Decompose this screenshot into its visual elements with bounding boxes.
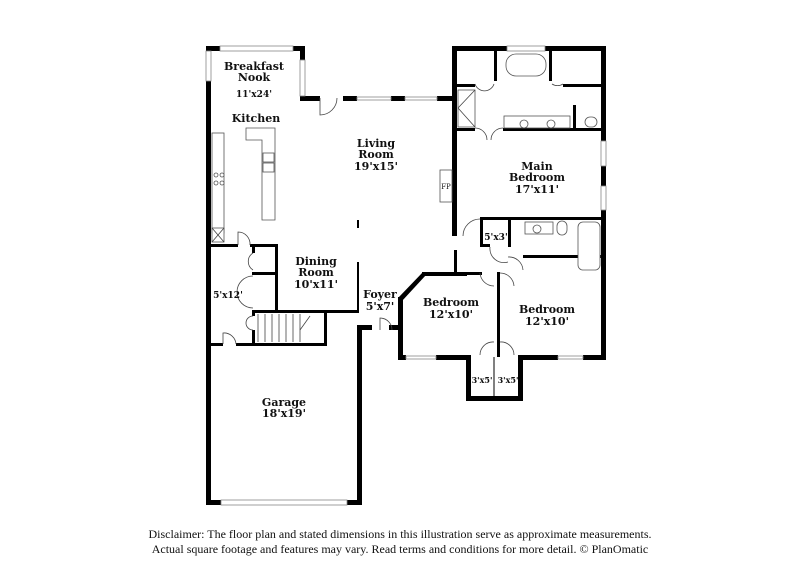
living-room-dims: 19'x15'	[354, 160, 398, 173]
garage-name: Garage	[262, 396, 306, 409]
wic-left-door	[474, 83, 495, 92]
hall-toilet-icon	[556, 220, 568, 236]
interior-walls	[211, 51, 606, 357]
laundry-door	[236, 275, 254, 309]
fireplace-label: FP	[441, 183, 451, 191]
fridge-icon	[211, 227, 225, 243]
doors	[222, 83, 564, 356]
dining-room-name2: Room	[298, 266, 334, 279]
dining-room-name: Dining	[295, 255, 337, 268]
foyer-name: Foyer	[363, 288, 397, 301]
nook-door	[319, 97, 338, 116]
wic-right-door	[551, 83, 564, 86]
main-bedroom-name2: Bedroom	[509, 171, 565, 184]
bath-double-door	[474, 127, 504, 141]
garage-dims: 18'x19'	[262, 407, 306, 420]
fireplace	[439, 169, 453, 203]
main-bedroom-name: Main	[521, 160, 552, 173]
breakfast-nook-dims: 11'x24'	[236, 90, 272, 100]
bedroom-3-name: Bedroom	[519, 303, 575, 316]
hall-bath-door	[507, 256, 524, 271]
sink-icon	[262, 152, 275, 173]
disclaimer-line-1: Disclaimer: The floor plan and stated di…	[148, 527, 652, 541]
bedroom2-door	[479, 272, 495, 287]
closet-hall-dims: 5'x3'	[484, 233, 507, 243]
closet-bed2-dims: 3'x5'	[472, 375, 493, 385]
closet-bed3-door	[499, 341, 515, 356]
vanity-icon	[503, 115, 571, 129]
bedroom-2-name: Bedroom	[423, 296, 479, 309]
closet-bed3-dims: 3'x5'	[498, 375, 519, 385]
hall-vanity-icon	[524, 221, 554, 235]
front-door	[379, 317, 393, 331]
windows	[205, 45, 607, 506]
closet-door	[247, 252, 254, 271]
disclaimer: Disclaimer: The floor plan and stated di…	[0, 527, 800, 557]
stove-icon	[213, 172, 225, 186]
bedroom-3-dims: 12'x10'	[525, 315, 569, 328]
room-labels: Breakfast Nook 11'x24' Kitchen Living Ro…	[213, 60, 575, 420]
stair-door	[245, 315, 254, 331]
shower-icon	[457, 89, 476, 128]
main-bedroom-dims: 17'x11'	[515, 183, 559, 196]
bedroom3-door	[499, 272, 515, 287]
living-room-name: Living	[357, 137, 395, 150]
fixtures	[211, 53, 601, 396]
closet-bed2-door	[479, 341, 495, 356]
breakfast-nook-name2: Nook	[238, 71, 271, 84]
foyer-dims: 5'x7'	[366, 300, 395, 313]
garage-door	[222, 332, 237, 345]
laundry-dims: 5'x12'	[213, 291, 243, 301]
bathtub-icon	[505, 53, 547, 77]
main-bedroom-door	[462, 218, 481, 237]
dining-room-dims: 10'x11'	[294, 278, 338, 291]
disclaimer-line-2: Actual square footage and features may v…	[151, 542, 649, 556]
exterior-walls	[206, 46, 606, 505]
toilet-icon	[584, 116, 598, 128]
breakfast-nook-name: Breakfast	[224, 60, 285, 73]
closet-5x3-door	[489, 246, 509, 263]
pantry-door	[237, 231, 251, 246]
hall-tub-icon	[577, 221, 601, 271]
stairs	[257, 314, 311, 342]
kitchen-name: Kitchen	[232, 112, 281, 125]
bedroom-2-dims: 12'x10'	[429, 308, 473, 321]
living-room-name2: Room	[358, 148, 394, 161]
